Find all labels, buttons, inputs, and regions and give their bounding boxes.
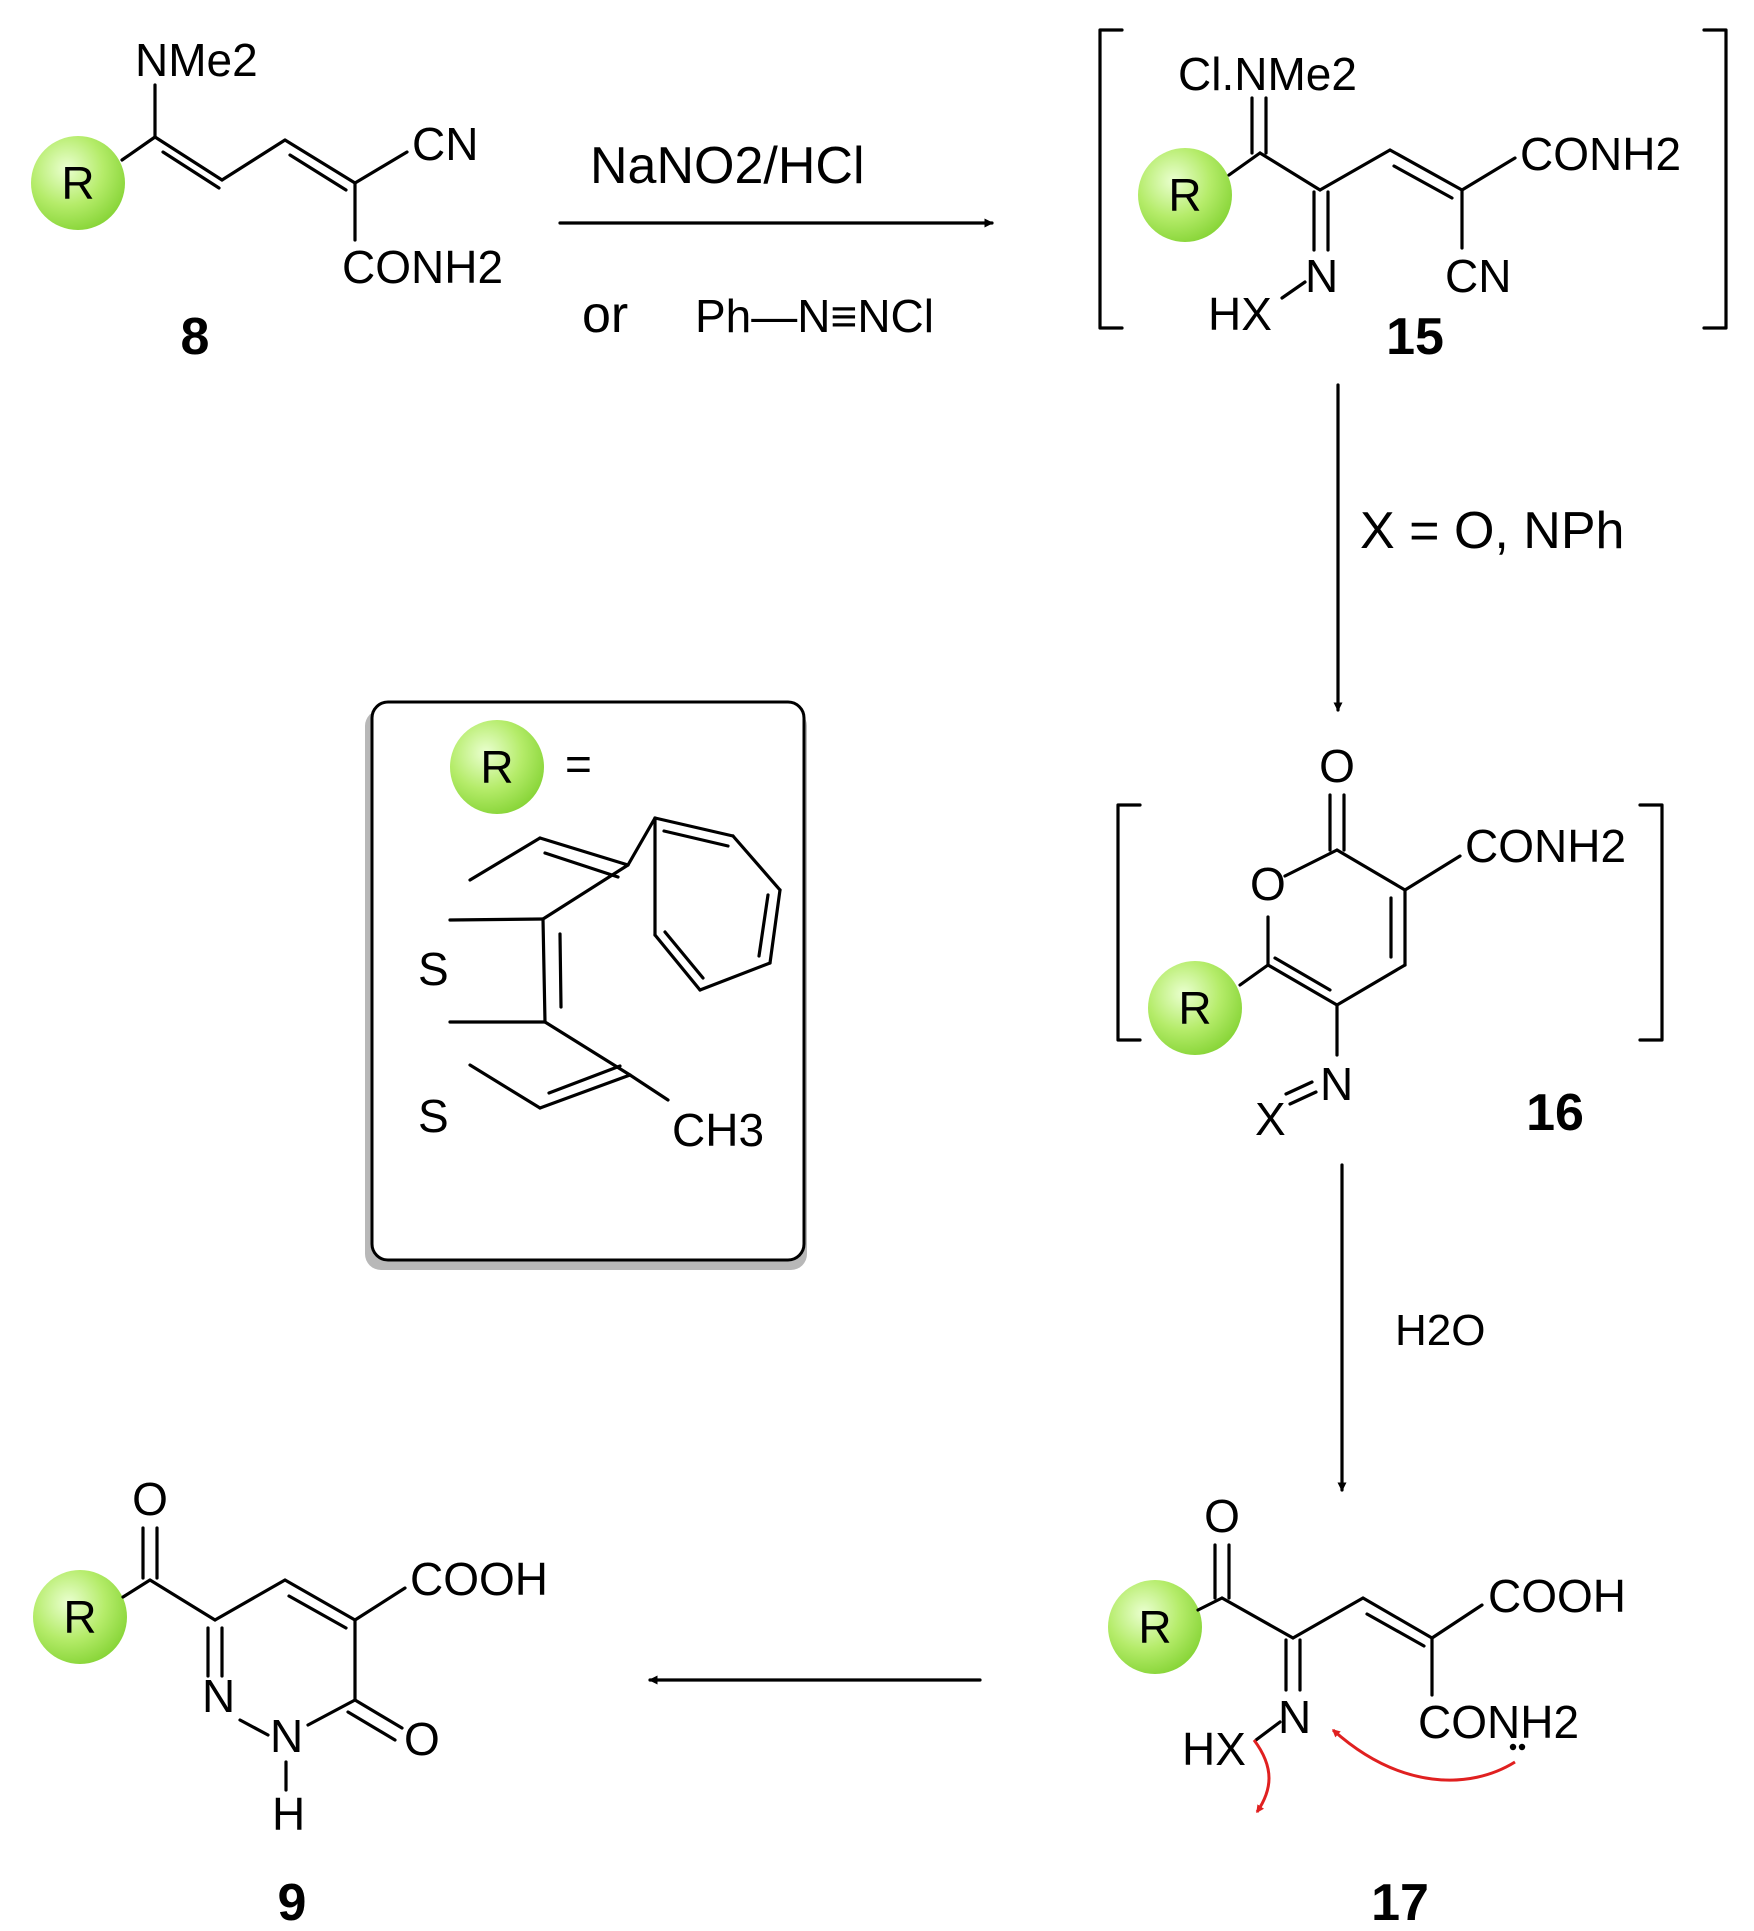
compound-15: Cl.NMe2 R CONH2 CN N HX 15 [1098,28,1728,366]
hx-label: HX [1182,1723,1246,1775]
reagent-diazonium: Ph—N≡NCl [695,290,934,342]
nh-h-label: H [272,1788,305,1840]
r-group-circle: R [450,720,544,814]
reagent-water: H2O [1395,1306,1485,1355]
reaction-arrow-step-3: H2O [1337,1163,1485,1492]
sulfur-atom-top: S [418,943,449,995]
carbonyl-o-label: O [404,1713,440,1765]
cn-label: CN [1445,250,1511,302]
ketone-o-label: O [132,1473,168,1525]
r-group-symbol: R [63,1591,96,1643]
reaction-arrow-step-1: NaNO2/HCl or Ph—N≡NCl [558,137,994,344]
hx-label: HX [1208,288,1272,340]
compound-8: R NMe2 CN CONH2 8 [31,34,503,366]
r-group-circle: R [1138,148,1232,242]
r-group-symbol: R [1178,982,1211,1034]
r-group-circle: R [31,136,125,230]
imine-n-label: N [1278,1691,1311,1743]
compound-label-17: 17 [1371,1874,1429,1931]
thienothiophene-core: S S CH3 [418,836,764,1156]
sulfur-atom-bottom: S [418,1090,449,1142]
r-group-symbol: R [1168,169,1201,221]
conh2-label: CONH2 [1520,128,1681,180]
cn-label: CN [412,118,478,170]
compound-label-15: 15 [1386,308,1444,366]
r-group-symbol: R [61,157,94,209]
electron-flow-arrows [1252,1728,1516,1814]
reagent-nano2-hcl: NaNO2/HCl [590,137,865,195]
ketone-o-label: O [1204,1490,1240,1542]
ring-n-label: N [202,1670,235,1722]
r-group-circle: R [33,1570,127,1664]
methyl-label: CH3 [672,1104,764,1156]
compound-16: O O CONH2 R N X 16 [1116,740,1664,1145]
substituent-definition-box: R = [365,700,807,1270]
equals-sign: = [565,738,592,790]
compound-9: O R COOH O N H N 9 [33,1473,548,1931]
chloride-iminium-label: Cl.NMe2 [1178,48,1357,100]
reaction-arrow-step-2: X = O, NPh [1333,383,1624,712]
imine-n-label: N [1305,250,1338,302]
compound-label-9: 9 [278,1874,307,1931]
r-group-circle: R [1108,1580,1202,1674]
compound-label-8: 8 [181,308,210,366]
nme2-label: NMe2 [135,34,258,86]
cooh-label: COOH [410,1553,548,1605]
x-label: X [1255,1093,1286,1145]
carbonyl-o-label: O [1319,740,1355,792]
r-group-symbol: R [1138,1601,1171,1653]
cooh-label: COOH [1488,1570,1626,1622]
conh2-label: CONH2 [1465,820,1626,872]
phenyl-ring [626,816,782,992]
r-group-circle: R [1148,961,1242,1055]
nh-n-label: N [270,1710,303,1762]
r-group-symbol: R [480,741,513,793]
reagent-x-definition: X = O, NPh [1360,502,1624,560]
compound-label-16: 16 [1526,1084,1584,1142]
ring-o-label: O [1250,858,1286,910]
imine-n-label: N [1320,1058,1353,1110]
compound-17: O R COOH CONH2 N HX 17 [1108,1490,1626,1931]
conh2-label: CONH2 [1418,1696,1579,1748]
conh2-label: CONH2 [342,241,503,293]
reagent-or: or [582,286,628,344]
